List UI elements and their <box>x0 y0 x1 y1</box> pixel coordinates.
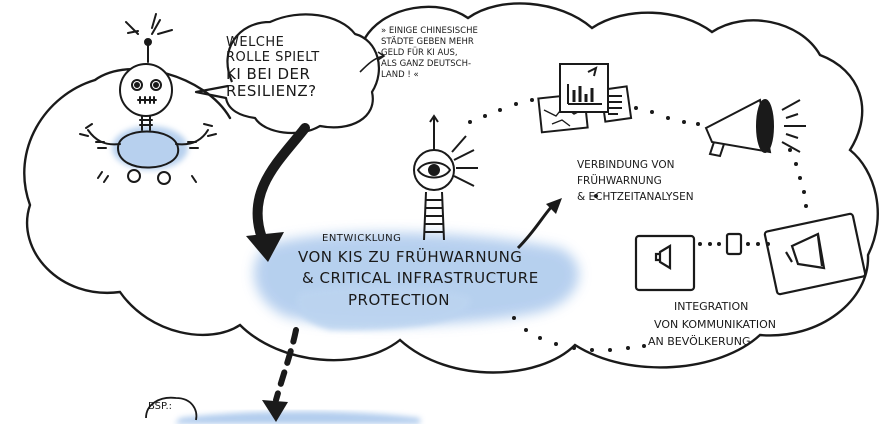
linking-line: Frühwarnung <box>577 174 662 187</box>
dotted-paths <box>468 98 808 352</box>
tower-eye-illustration <box>413 114 478 241</box>
linking-text: Verbindung von Frühwarnung & Echtzeitana… <box>577 158 694 205</box>
documents-illustration <box>537 63 633 134</box>
center-line: & critical infrastructure <box>302 269 539 288</box>
linking-line: Verbindung von <box>577 159 675 171</box>
bubble-line: Resilienz? <box>226 82 317 101</box>
example-bubble <box>145 396 198 421</box>
bubble-line: KI bei der <box>226 64 311 83</box>
quote-text: » Einige chinesische Städte geben mehr G… <box>381 26 478 81</box>
link-arrow-head <box>546 198 562 214</box>
communication-line: Integration <box>674 300 749 313</box>
center-line: protection <box>348 291 451 309</box>
communication-text: Integration von Kommunikation an Bevölke… <box>648 298 776 351</box>
bubble-line: Rolle spielt <box>226 49 320 65</box>
megaphone-icon <box>704 98 806 158</box>
robot-illustration <box>79 13 217 185</box>
communication-line: an Bevölkerung <box>648 335 751 349</box>
center-line: Entwicklung <box>322 233 402 244</box>
quote-line: als ganz Deutsch- <box>381 59 472 70</box>
quote-arrow <box>359 51 386 73</box>
center-topic-text: Entwicklung von KIs zu Frühwarnung & cri… <box>298 232 539 312</box>
linking-line: & Echtzeitanalysen <box>577 190 694 203</box>
quote-line: Geld für KI aus, <box>381 48 458 59</box>
bubble-line: Welche <box>226 35 285 50</box>
example-label: Bsp.: <box>148 401 173 412</box>
thick-arrow-head <box>246 232 284 262</box>
quote-line: » Einige chinesische <box>381 26 478 36</box>
devices-illustration <box>634 212 867 296</box>
dashed-down-arrow <box>262 327 299 422</box>
thick-arrow <box>252 123 310 243</box>
thought-cloud <box>23 2 879 374</box>
communication-line: von Kommunikation <box>654 317 777 331</box>
quote-line: Städte geben mehr <box>381 37 474 48</box>
center-line: von KIs zu Frühwarnung <box>298 247 523 266</box>
speech-bubble <box>194 13 381 134</box>
quote-line: land ! « <box>381 70 419 81</box>
speech-bubble-text: Welche Rolle spielt KI bei der Resilienz… <box>226 35 320 101</box>
